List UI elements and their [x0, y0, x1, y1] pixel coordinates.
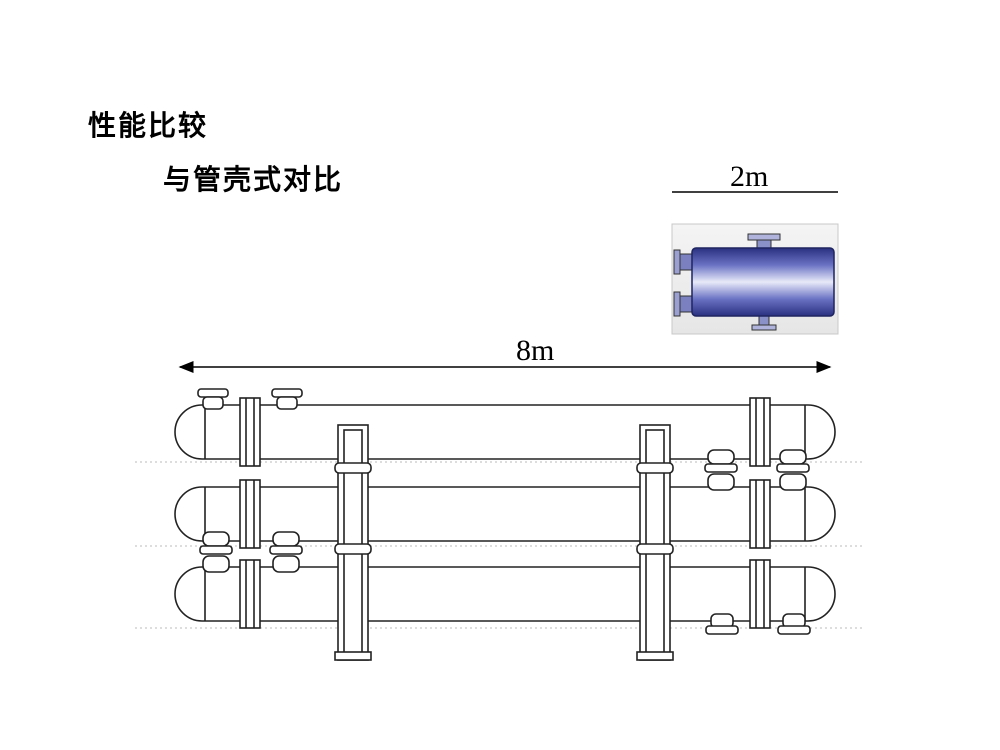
nozzle-connector-right-2	[776, 449, 810, 491]
nozzle-connector-left-1	[199, 531, 233, 573]
shell-bottom	[174, 566, 836, 622]
left-flanges	[239, 397, 261, 629]
slide-title: 性能比较	[88, 109, 209, 142]
shell-top	[174, 404, 836, 460]
nozzle-connector-left-2	[269, 531, 303, 573]
nozzle-bottom-right-1	[705, 613, 739, 635]
nozzle-connector-right-1	[704, 449, 738, 491]
shell-middle	[174, 486, 836, 542]
support-frame-left	[334, 424, 372, 661]
right-flanges	[749, 397, 771, 629]
small-exchanger-length-label: 2m	[730, 160, 769, 193]
support-frame-right	[636, 424, 674, 661]
nozzle-bottom-right-2	[777, 613, 811, 635]
compact-heat-exchanger	[671, 223, 839, 335]
slide-subtitle: 与管壳式对比	[163, 163, 344, 196]
nozzle-top-left-2	[271, 388, 303, 410]
nozzle-top-left-1	[197, 388, 229, 410]
shell-and-tube-heat-exchanger	[135, 388, 865, 661]
